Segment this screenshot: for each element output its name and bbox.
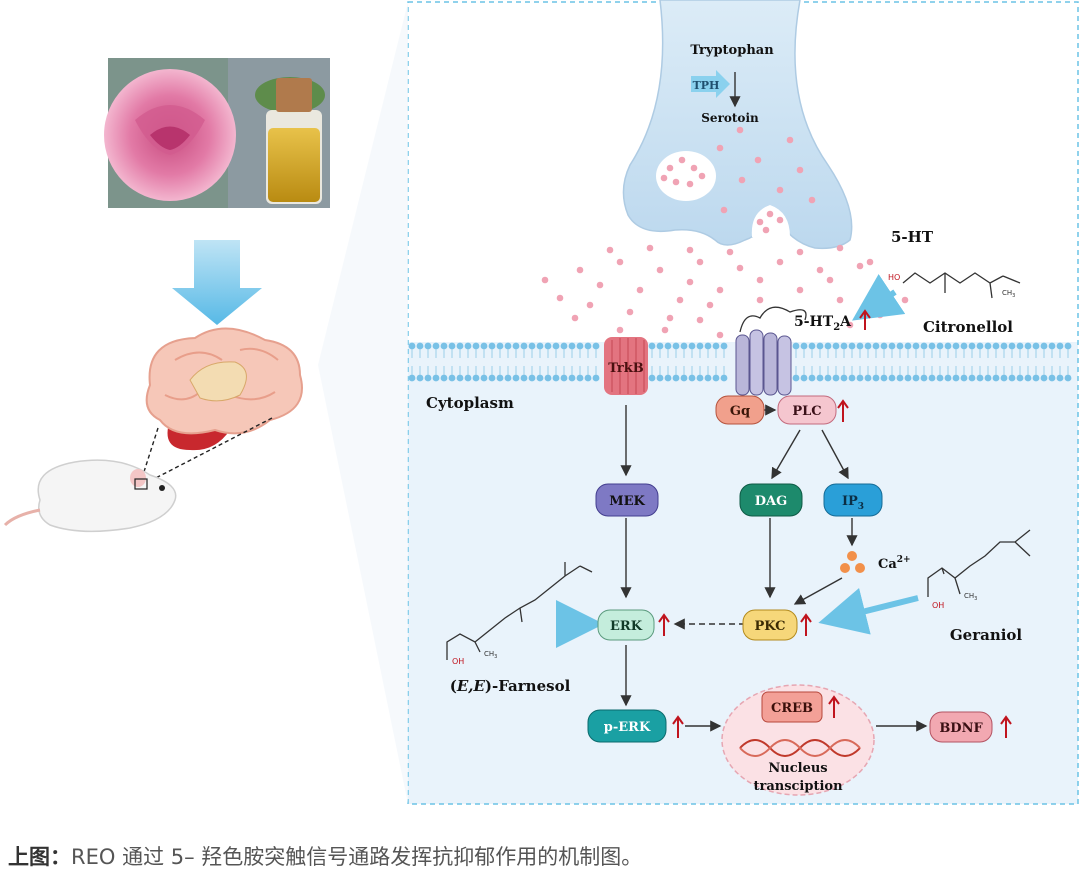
ip3-label: IP3 — [842, 494, 864, 512]
zoom-line-right — [147, 417, 273, 483]
nucleus-label: Nucleus — [768, 761, 827, 776]
rose-oil-photo — [104, 58, 330, 208]
tph-label: TPH — [693, 79, 720, 92]
tryptophan-label: Tryptophan — [690, 43, 774, 58]
arrow-plc-ip3 — [821, 429, 849, 480]
zoom-cone — [318, 2, 408, 804]
dag-label: DAG — [755, 494, 787, 509]
node-pkc — [742, 609, 798, 641]
node-plc — [777, 395, 837, 425]
ht2a-receptor — [735, 306, 807, 396]
creb-label: CREB — [771, 701, 813, 716]
plc-label: PLC — [792, 404, 821, 419]
ca-label: Ca2+ — [878, 555, 911, 572]
perk-label: p-ERK — [604, 720, 651, 735]
node-bdnf — [929, 711, 993, 743]
mek-label: MEK — [609, 494, 645, 509]
trkb-receptor — [604, 337, 648, 395]
serotoin-label: Serotoin — [701, 111, 759, 125]
citronellol-structure — [902, 272, 1021, 299]
serotonin-molecules — [541, 126, 909, 339]
5ht-label: 5-HT — [891, 228, 934, 246]
up-arrow-plc — [837, 399, 849, 422]
figure-caption: 上图：REO 通过 5– 羟色胺突触信号通路发挥抗抑郁作用的机制图。 — [8, 845, 643, 869]
mouse-icon — [3, 459, 177, 533]
geraniol-label: Geraniol — [950, 626, 1023, 644]
5ht2a-label: 5-HT2A — [794, 314, 852, 333]
farnesol-label: (E,E)-Farnesol — [450, 677, 571, 695]
citronellol-ch3: CH3 — [1002, 289, 1015, 299]
node-creb — [761, 691, 823, 723]
up-arrow-pkc — [800, 613, 812, 636]
cell-membrane — [408, 342, 1072, 382]
geraniol-ch3: CH3 — [964, 592, 977, 602]
arrow-citronellol — [852, 274, 906, 321]
erk-label: ERK — [610, 619, 643, 634]
trkb-label: TrkB — [608, 361, 644, 376]
increase-arrows — [658, 309, 1012, 738]
citronellol-label: Citronellol — [923, 318, 1013, 336]
farnesol-ch3: CH3 — [484, 650, 497, 660]
bdnf-label: BDNF — [939, 721, 983, 736]
geraniol-oh: OH — [932, 601, 944, 610]
node-gq — [715, 395, 765, 425]
transcription-label: transciption — [753, 779, 843, 794]
up-arrow-bdnf — [1000, 715, 1012, 738]
brain-icon — [145, 327, 303, 451]
nucleus — [721, 684, 875, 796]
calcium-ions — [840, 551, 865, 573]
geraniol-structure — [927, 529, 1031, 597]
synaptic-vesicle — [656, 151, 716, 201]
release-vesicle — [751, 205, 790, 237]
up-arrow-perk — [672, 715, 684, 738]
down-arrow — [172, 240, 262, 325]
farnesol-structure — [446, 562, 593, 660]
tph-arrow — [691, 70, 730, 98]
node-ip3 — [823, 483, 883, 517]
node-dag — [739, 483, 803, 517]
node-perk — [587, 709, 667, 743]
up-arrow-erk — [658, 613, 670, 636]
gq-label: Gq — [730, 404, 750, 419]
arrow-geraniol — [818, 587, 919, 635]
citronellol-ho: HO — [888, 273, 900, 282]
up-arrow-ht2a — [859, 309, 871, 330]
node-erk — [597, 609, 655, 641]
cytoplasm-label: Cytoplasm — [426, 394, 514, 412]
pkc-label: PKC — [754, 619, 785, 634]
arrow-plc-dag — [771, 429, 801, 480]
dna-strand-2 — [739, 739, 861, 757]
farnesol-oh: OH — [452, 657, 464, 666]
node-mek — [595, 483, 659, 517]
up-arrow-creb — [828, 695, 840, 718]
zoom-line-left — [141, 427, 159, 479]
